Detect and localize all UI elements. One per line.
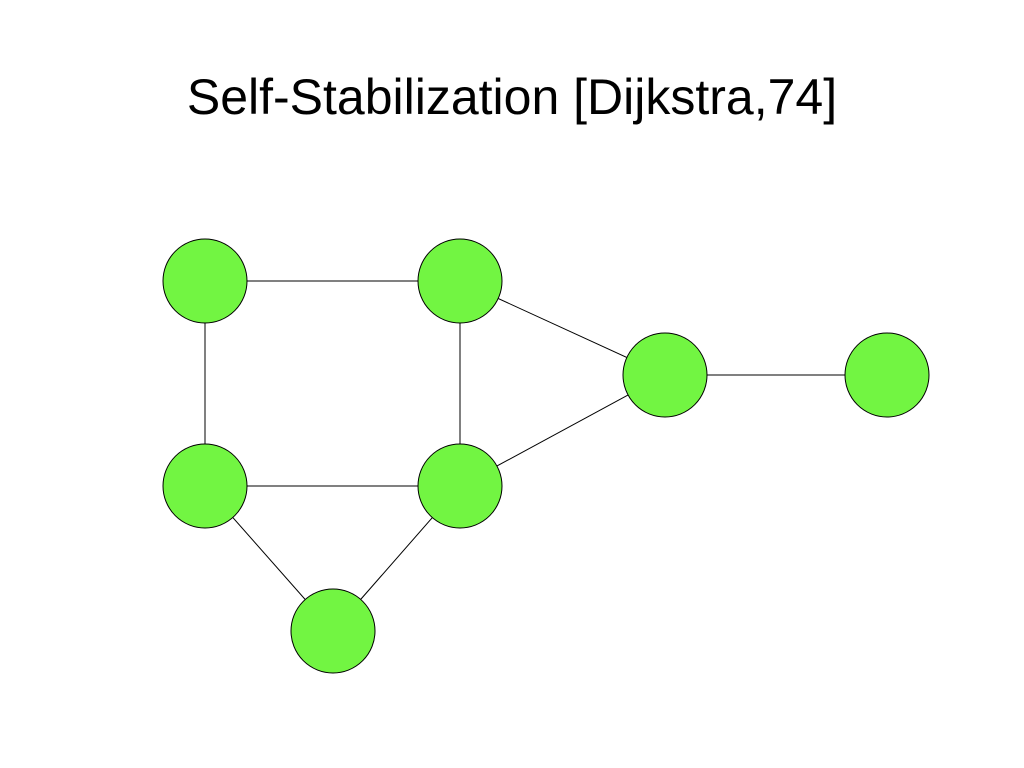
graph-node-n5 — [417, 443, 503, 529]
graph-node-n7 — [844, 332, 930, 418]
graph-node-n6 — [290, 588, 376, 674]
graph-node-n1 — [162, 238, 248, 324]
edges-layer — [204, 280, 887, 632]
graph-node-n4 — [162, 443, 248, 529]
graph-node-n2 — [417, 238, 503, 324]
graph-node-n3 — [622, 332, 708, 418]
nodes-layer — [162, 238, 930, 674]
slide-title: Self-Stabilization [Dijkstra,74] — [186, 69, 838, 125]
